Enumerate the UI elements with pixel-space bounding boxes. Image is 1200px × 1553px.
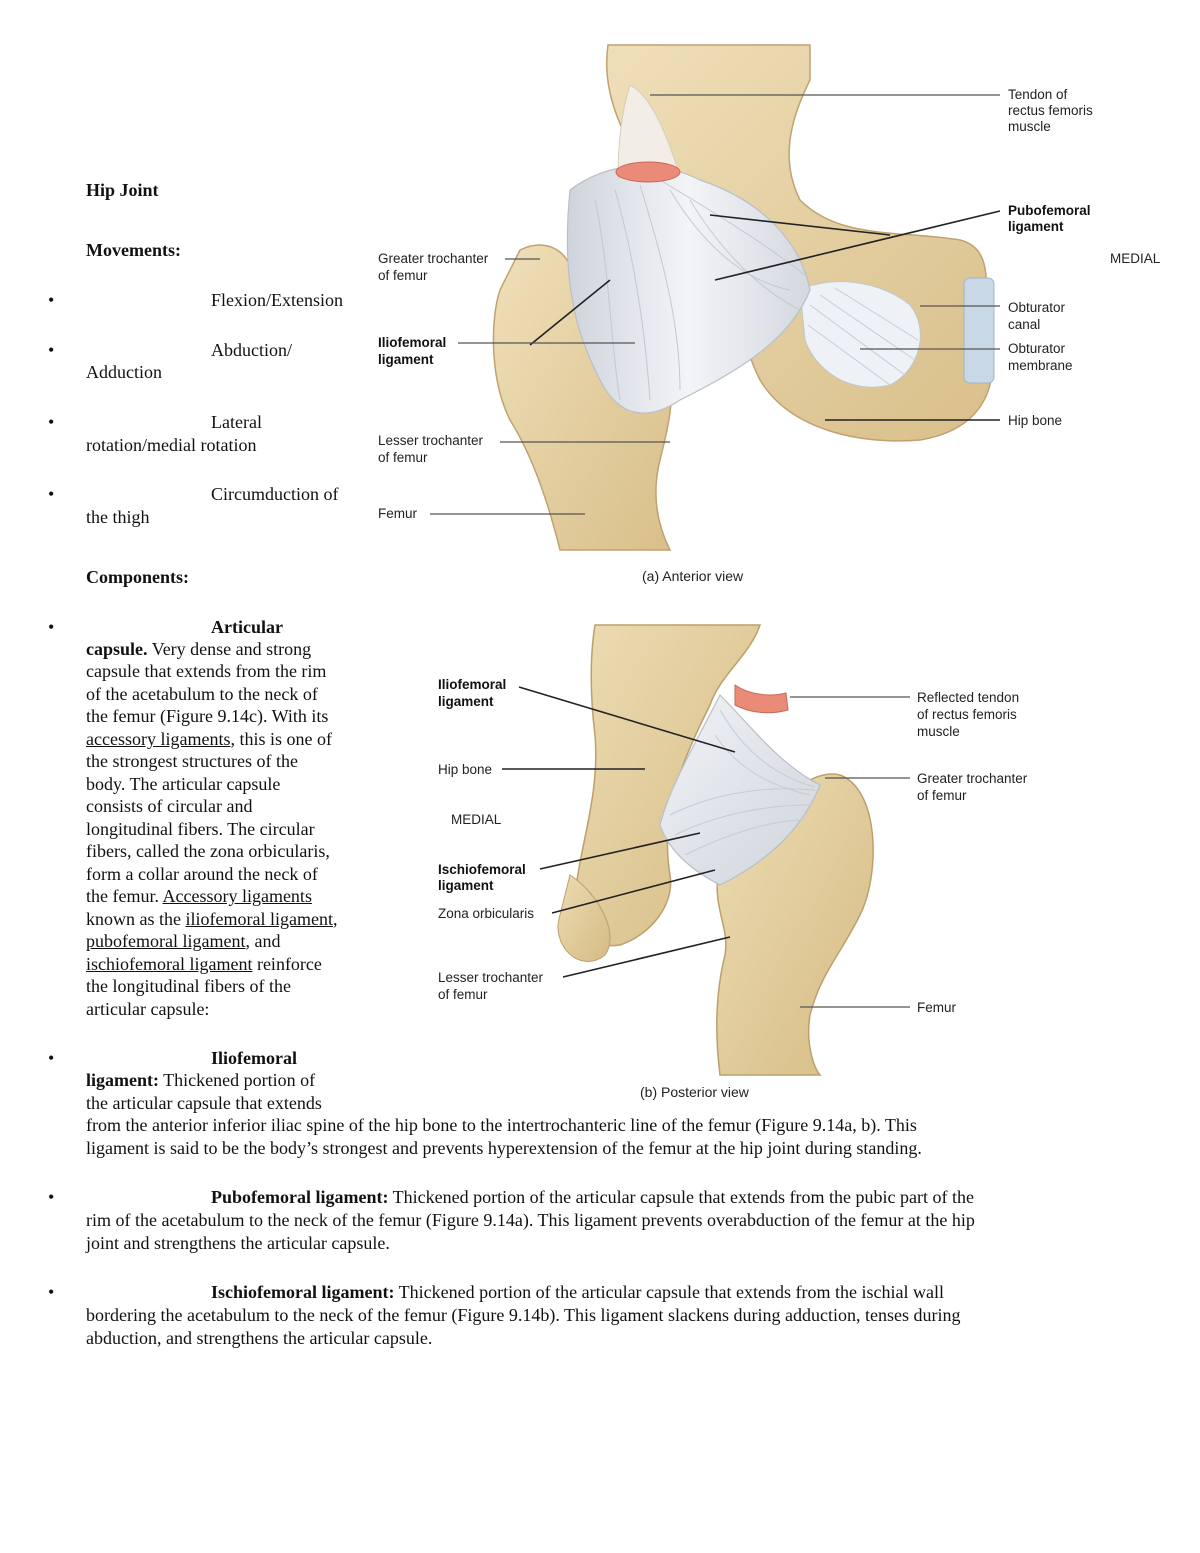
iliofemoral-ligament-link[interactable]: iliofemoral ligament (185, 909, 333, 929)
pubofemoral-line: Pubofemoral ligament: Thickened portion … (211, 1187, 974, 1207)
label-iliofemoral: Iliofemoral ligament (378, 335, 450, 367)
capsule-line: pubofemoral ligament, and (86, 931, 281, 951)
figure-caption-b: (b) Posterior view (640, 1084, 750, 1100)
movement-flexion: Flexion/Extension (211, 290, 343, 310)
movement-item: • (48, 340, 55, 360)
capsule-line: the femur. Accessory ligaments (86, 886, 312, 906)
ischium-shape (557, 874, 611, 962)
capsule-line: body. The articular capsule (86, 774, 281, 794)
figure-anterior-view: Tendon of rectus femoris muscle Pubofemo… (378, 44, 1161, 584)
movement-item: • (48, 484, 55, 504)
component-item: • (48, 617, 55, 637)
label-obturator-membrane: Obturator membrane (1008, 341, 1073, 373)
accessory-ligaments-link[interactable]: accessory ligaments (86, 729, 231, 749)
capsule-line: consists of circular and (86, 796, 253, 816)
label-hip-bone-b: Hip bone (438, 762, 492, 777)
label-zona-orbicularis: Zona orbicularis (438, 906, 534, 921)
movement-abduction-cont: Adduction (86, 362, 162, 382)
label-reflected-tendon: Reflected tendon of rectus femoris muscl… (917, 690, 1023, 739)
iliofemoral-line: ligament: Thickened portion of (86, 1070, 316, 1090)
ligament-fibers (594, 179, 806, 401)
label-medial: MEDIAL (1110, 251, 1161, 266)
capsule-line: form a collar around the neck of (86, 864, 318, 884)
capsule-line: known as the iliofemoral ligament, (86, 909, 338, 929)
component-item: • (48, 1048, 55, 1068)
movement-abduction: Abduction/ (211, 340, 292, 360)
label-femur: Femur (378, 506, 418, 521)
components-heading: Components: (86, 567, 190, 587)
label-tendon: Tendon of rectus femoris muscle (1008, 87, 1097, 134)
pubofemoral-line: rim of the acetabulum to the neck of the… (86, 1210, 975, 1230)
reflected-tendon-shape (734, 684, 789, 714)
iliofemoral-ligament-shape (566, 165, 811, 414)
iliofemoral-line: from the anterior inferior iliac spine o… (86, 1115, 917, 1135)
pubofemoral-ligament-link[interactable]: pubofemoral ligament (86, 931, 246, 951)
movement-circumduction: Circumduction of (211, 484, 339, 504)
label-greater-trochanter: Greater trochanter of femur (378, 251, 492, 283)
iliofemoral-line: the articular capsule that extends (86, 1093, 322, 1113)
accessory-ligaments-link[interactable]: Accessory ligaments (162, 886, 312, 906)
figure-posterior-view: Iliofemoral ligament Reflected tendon of… (438, 624, 1031, 1100)
capsule-line: the femur (Figure 9.14c). With its (86, 706, 329, 726)
label-femur-b: Femur (917, 1000, 957, 1015)
label-pubofemoral: Pubofemoral ligament (1008, 203, 1094, 234)
ischiofemoral-ligament-shape (659, 693, 821, 886)
label-ischiofemoral: Ischiofemoral ligament (438, 862, 530, 893)
figure-caption-a: (a) Anterior view (642, 568, 744, 584)
capsule-line: capsule. Very dense and strong (86, 639, 312, 659)
movement-item: • (48, 290, 55, 310)
capsule-line: longitudinal fibers. The circular (86, 819, 315, 839)
capsule-line: fibers, called the zona orbicularis, (86, 841, 330, 861)
label-obturator-canal: Obturator canal (1008, 300, 1069, 332)
capsule-line: ischiofemoral ligament reinforce (86, 954, 322, 974)
movement-rotation: Lateral (211, 412, 262, 432)
label-medial-b: MEDIAL (451, 812, 502, 827)
movement-rotation-cont: rotation/medial rotation (86, 435, 257, 455)
ischiofemoral-line: abduction, and strengthens the articular… (86, 1328, 433, 1348)
ischiofemoral-line: bordering the acetabulum to the neck of … (86, 1305, 961, 1325)
label-hip-bone: Hip bone (1008, 413, 1062, 428)
label-greater-trochanter-b: Greater trochanter of femur (917, 771, 1031, 803)
movement-item: • (48, 412, 55, 432)
movements-heading: Movements: (86, 240, 181, 260)
capsule-line: accessory ligaments, this is one of (86, 729, 332, 749)
capsule-line: of the acetabulum to the neck of (86, 684, 318, 704)
capsule-term: Articular (211, 617, 283, 637)
tendon-cut-shape (615, 161, 681, 183)
capsule-line: the strongest structures of the (86, 751, 298, 771)
capsule-line: the longitudinal fibers of the (86, 976, 291, 996)
component-item: • (48, 1187, 55, 1207)
page-title: Hip Joint (86, 180, 159, 200)
ischiofemoral-ligament-link[interactable]: ischiofemoral ligament (86, 954, 253, 974)
component-item: • (48, 1282, 55, 1302)
ischiofemoral-line: Ischiofemoral ligament: Thickened portio… (211, 1282, 944, 1302)
capsule-line: capsule that extends from the rim (86, 661, 327, 681)
hip-bone-posterior-shape (573, 624, 762, 947)
capsule-line: articular capsule: (86, 999, 210, 1019)
label-lesser-trochanter: Lesser trochanter of femur (378, 433, 487, 465)
pubofemoral-line: joint and strengthens the articular caps… (86, 1233, 390, 1253)
ligament-fibers-posterior (669, 709, 816, 856)
label-lesser-trochanter-b: Lesser trochanter of femur (438, 970, 547, 1002)
label-iliofemoral-b: Iliofemoral ligament (438, 677, 510, 709)
obturator-canal-shape (963, 277, 995, 384)
movement-circumduction-cont: the thigh (86, 507, 150, 527)
iliofemoral-line: ligament is said to be the body’s strong… (86, 1138, 922, 1158)
iliofemoral-term: Iliofemoral (211, 1048, 297, 1068)
